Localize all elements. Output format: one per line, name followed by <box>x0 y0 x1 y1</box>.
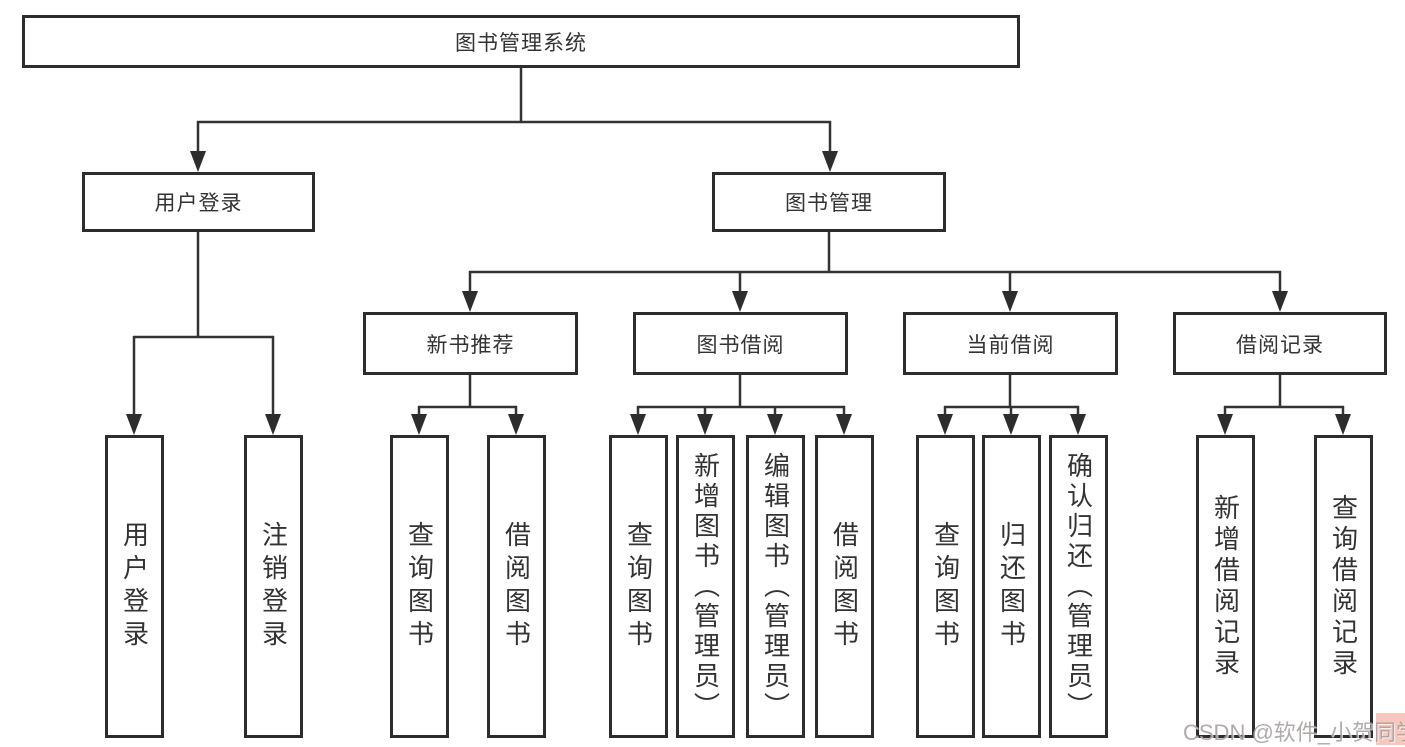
leaf-node-user-login: 用户登录 <box>105 435 164 738</box>
node-label: 借阅图书 <box>501 520 532 653</box>
leaf-node-query-books-borrowing: 查询图书 <box>609 435 668 738</box>
node-label: 用户登录 <box>154 192 243 215</box>
node-label: 归还图书 <box>996 520 1027 653</box>
csdn-watermark: CSDN @软件_小贺同学 <box>1183 720 1405 745</box>
node-label: 图书借阅 <box>696 333 785 357</box>
node-label: 当前借阅 <box>966 333 1055 357</box>
node-label: 新增图书（管理员） <box>690 451 721 722</box>
branch-node-user-login: 用户登录 <box>82 172 315 232</box>
node-label: 新增借阅记录 <box>1210 493 1241 680</box>
node-label: 查询借阅记录 <box>1328 493 1359 680</box>
node-label: 图书管理 <box>785 192 873 215</box>
node-label: 图书管理系统 <box>455 31 587 55</box>
leaf-node-query-books-recommend: 查询图书 <box>390 435 449 738</box>
branch-node-new-book-recommend: 新书推荐 <box>363 312 578 375</box>
branch-node-current-borrowing: 当前借阅 <box>903 312 1118 375</box>
leaf-node-borrow-books-recommend: 借阅图书 <box>487 435 546 738</box>
leaf-node-query-borrow-record: 查询借阅记录 <box>1314 435 1373 738</box>
root-node-book-management-system: 图书管理系统 <box>22 15 1020 68</box>
branch-node-borrowing-records: 借阅记录 <box>1173 312 1387 375</box>
leaf-node-add-books-admin: 新增图书（管理员） <box>676 435 735 738</box>
leaf-node-query-books-current: 查询图书 <box>916 435 975 738</box>
node-label: 确认归还（管理员） <box>1063 451 1094 722</box>
node-label: 查询图书 <box>623 520 654 653</box>
leaf-node-logout: 注销登录 <box>244 435 303 738</box>
node-label: 注销登录 <box>258 520 289 653</box>
watermark-accent-block <box>1376 713 1405 745</box>
leaf-node-confirm-return-admin: 确认归还（管理员） <box>1049 435 1108 738</box>
branch-node-book-borrowing: 图书借阅 <box>633 312 848 375</box>
leaf-node-return-books: 归还图书 <box>982 435 1041 738</box>
node-label: 查询图书 <box>930 520 961 653</box>
leaf-node-borrow-books: 借阅图书 <box>815 435 874 738</box>
node-label: 用户登录 <box>119 520 150 653</box>
node-label: 查询图书 <box>404 520 435 653</box>
node-label: 借阅记录 <box>1236 333 1324 357</box>
leaf-node-edit-books-admin: 编辑图书（管理员） <box>746 435 805 738</box>
branch-node-book-management: 图书管理 <box>712 172 946 232</box>
arrow-down-icons <box>126 151 1351 435</box>
node-label: 新书推荐 <box>426 333 515 357</box>
leaf-node-add-borrow-record: 新增借阅记录 <box>1196 435 1255 738</box>
node-label: 编辑图书（管理员） <box>760 451 791 722</box>
node-label: 借阅图书 <box>829 520 860 653</box>
